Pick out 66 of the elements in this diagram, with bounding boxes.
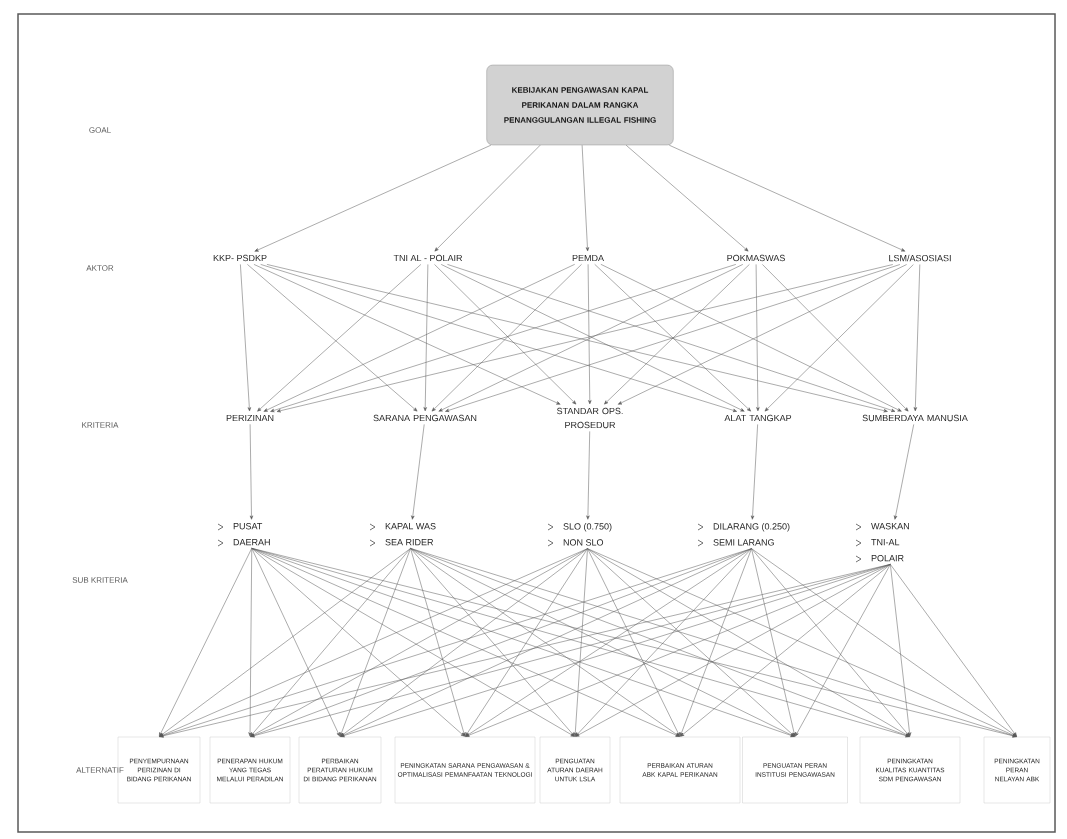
criteria-label: STANDAR OPS. PROSEDUR <box>557 407 623 429</box>
sub-criteria-list: WASKAN TNI-AL POLAIR <box>871 523 909 562</box>
arrow <box>625 144 749 252</box>
sub-criteria-list: SLO (0.750) NON SLO <box>563 523 612 546</box>
arrow <box>587 548 1017 737</box>
actor-label: LSM/ASOSIASI <box>889 254 951 262</box>
arrow <box>254 144 492 252</box>
arrow <box>410 548 795 737</box>
row-label: AKTOR <box>86 265 114 271</box>
arrow <box>410 548 466 737</box>
arrow <box>587 548 680 737</box>
row-label: KRITERIA <box>82 422 119 428</box>
arrow <box>575 548 752 737</box>
arrow <box>913 264 921 412</box>
arrow <box>251 548 340 737</box>
actor-label: POKMASWAS <box>727 254 785 262</box>
arrow <box>893 424 914 520</box>
arrow <box>751 548 1017 737</box>
arrow <box>587 548 795 737</box>
arrow <box>340 548 588 737</box>
row-label: GOAL <box>89 127 111 133</box>
actor-label: TNI AL - POLAIR <box>393 254 463 262</box>
arrow <box>586 431 590 520</box>
arrow <box>587 548 910 737</box>
arrow <box>465 548 588 737</box>
arrow <box>573 548 588 737</box>
arrow <box>434 144 541 252</box>
arrow <box>251 548 465 737</box>
arrow <box>410 548 680 737</box>
criteria-label: SARANA PENGAWASAN <box>373 414 477 422</box>
arrow <box>795 564 891 737</box>
actor-label: KKP- PSDKP <box>213 254 267 262</box>
arrow <box>410 548 575 737</box>
row-label: SUB KRITERIA <box>72 577 128 583</box>
actor-label: PEMDA <box>572 254 604 262</box>
arrow <box>339 548 411 737</box>
criteria-label: SUMBERDAYA MANUSIA <box>862 414 968 422</box>
arrow <box>587 264 592 405</box>
sub-criteria-list: KAPAL WAS SEA RIDER <box>385 523 436 546</box>
arrow <box>159 548 252 737</box>
arrow <box>240 264 252 412</box>
arrow <box>755 264 760 412</box>
arrow <box>248 548 252 737</box>
arrow <box>669 144 906 252</box>
arrow <box>750 424 758 520</box>
goal-box: KEBIJAKAN PENGAWASAN KAPAL PERIKANAN DALAM RANGKA PENANGGULANGAN ILLEGAL FISHING <box>486 64 674 146</box>
arrow <box>890 564 1017 737</box>
arrow <box>159 548 411 737</box>
sub-criteria-list: PUSAT DAERAH <box>233 523 270 546</box>
arrow <box>575 564 891 737</box>
criteria-label: ALAT TANGKAP <box>724 414 792 422</box>
arrow <box>250 548 411 737</box>
arrow <box>465 548 752 737</box>
arrow <box>890 564 912 737</box>
arrow <box>680 564 891 737</box>
arrow <box>411 424 425 520</box>
arrow <box>751 548 910 737</box>
arrow <box>679 548 752 737</box>
arrow <box>249 424 254 520</box>
arrow <box>581 144 590 252</box>
sub-criteria-list: DILARANG (0.250) SEMI LARANG <box>713 523 790 546</box>
row-label: ALTERNATIF <box>76 767 124 773</box>
arrow <box>751 548 796 737</box>
arrow <box>465 564 891 737</box>
arrow <box>423 264 429 412</box>
criteria-label: PERIZINAN <box>226 414 274 422</box>
